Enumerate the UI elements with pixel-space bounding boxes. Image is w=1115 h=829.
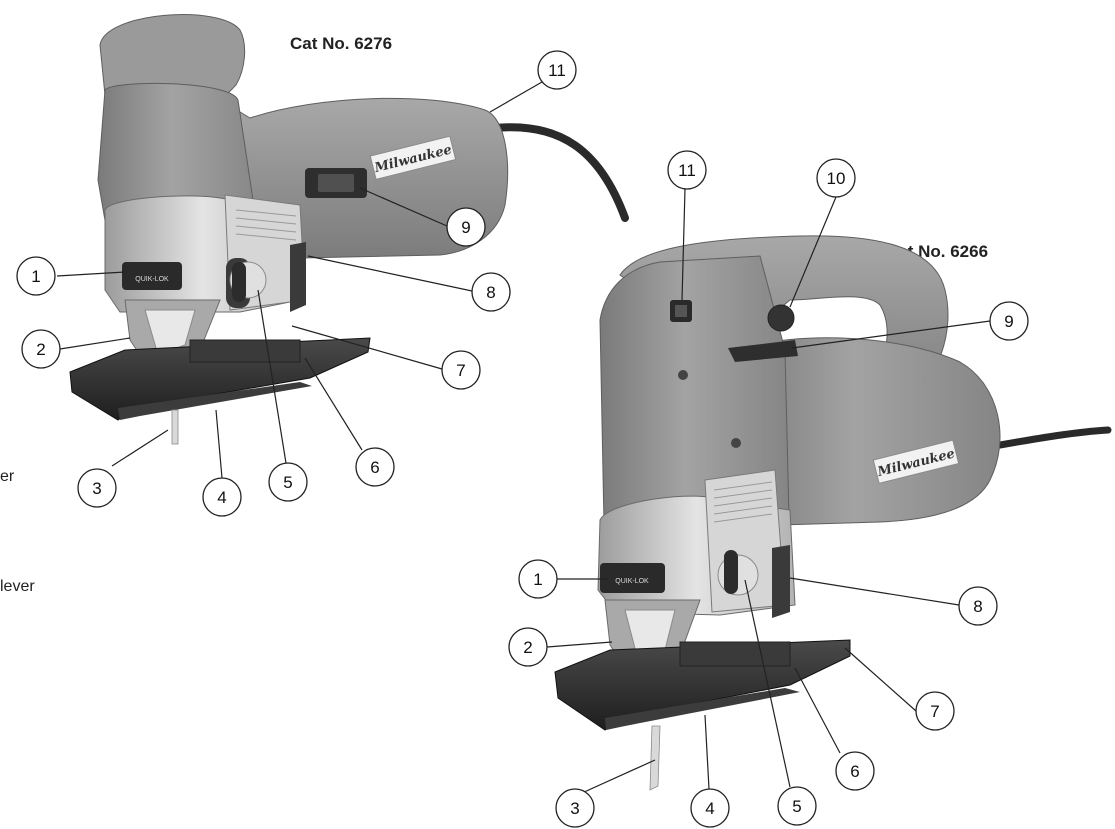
- callout-5: 5: [777, 786, 817, 826]
- callout-2: 2: [21, 329, 61, 369]
- callout-3: 3: [77, 468, 117, 508]
- callout-5: 5: [268, 462, 308, 502]
- callout-7: 7: [441, 350, 481, 390]
- svg-text:7: 7: [930, 702, 939, 721]
- svg-text:5: 5: [792, 797, 801, 816]
- svg-text:4: 4: [217, 488, 226, 507]
- svg-text:6: 6: [850, 762, 859, 781]
- callout-1: 1: [518, 559, 558, 599]
- svg-text:4: 4: [705, 799, 714, 818]
- side-text-fragment-2: lever: [0, 578, 35, 595]
- svg-text:2: 2: [36, 340, 45, 359]
- svg-text:1: 1: [533, 570, 542, 589]
- callout-6: 6: [835, 751, 875, 791]
- callout-8: 8: [471, 272, 511, 312]
- callout-7: 7: [915, 691, 955, 731]
- jigsaw-6276-illustration: Milwaukee QUIK-LOK: [69, 14, 629, 445]
- svg-text:3: 3: [92, 479, 101, 498]
- callout-10: 10: [816, 158, 856, 198]
- callout-9: 9: [989, 301, 1029, 341]
- callouts-6276: 1 2 3 4 5 6 7 8 9 11: [16, 50, 577, 517]
- callouts-6266: 1 2 3 4 5 6 7 8 9 10 11: [508, 150, 1029, 828]
- callout-8: 8: [958, 586, 998, 626]
- svg-text:3: 3: [570, 799, 579, 818]
- callout-11: 11: [537, 50, 577, 90]
- callout-2: 2: [508, 627, 548, 667]
- quik-lok-badge-6276: QUIK-LOK: [135, 276, 169, 283]
- svg-text:10: 10: [827, 169, 846, 188]
- svg-text:1: 1: [31, 267, 40, 286]
- callout-4: 4: [690, 788, 730, 828]
- callout-11: 11: [667, 150, 707, 190]
- svg-text:11: 11: [548, 61, 566, 80]
- quik-lok-badge-6266: QUIK-LOK: [615, 578, 649, 585]
- svg-text:8: 8: [486, 283, 495, 302]
- callout-3: 3: [555, 788, 595, 828]
- callout-1: 1: [16, 256, 56, 296]
- callout-6: 6: [355, 447, 395, 487]
- svg-text:5: 5: [283, 473, 292, 492]
- svg-text:9: 9: [1004, 312, 1013, 331]
- svg-text:2: 2: [523, 638, 532, 657]
- svg-text:6: 6: [370, 458, 379, 477]
- svg-text:11: 11: [678, 161, 696, 180]
- side-text-fragment-1: er: [0, 468, 15, 485]
- callout-4: 4: [202, 477, 242, 517]
- callout-9: 9: [446, 207, 486, 247]
- svg-text:7: 7: [456, 361, 465, 380]
- cat-label-6276: Cat No. 6276: [290, 34, 393, 53]
- svg-text:9: 9: [461, 218, 470, 237]
- svg-text:8: 8: [973, 597, 982, 616]
- leader-lines: [56, 81, 991, 794]
